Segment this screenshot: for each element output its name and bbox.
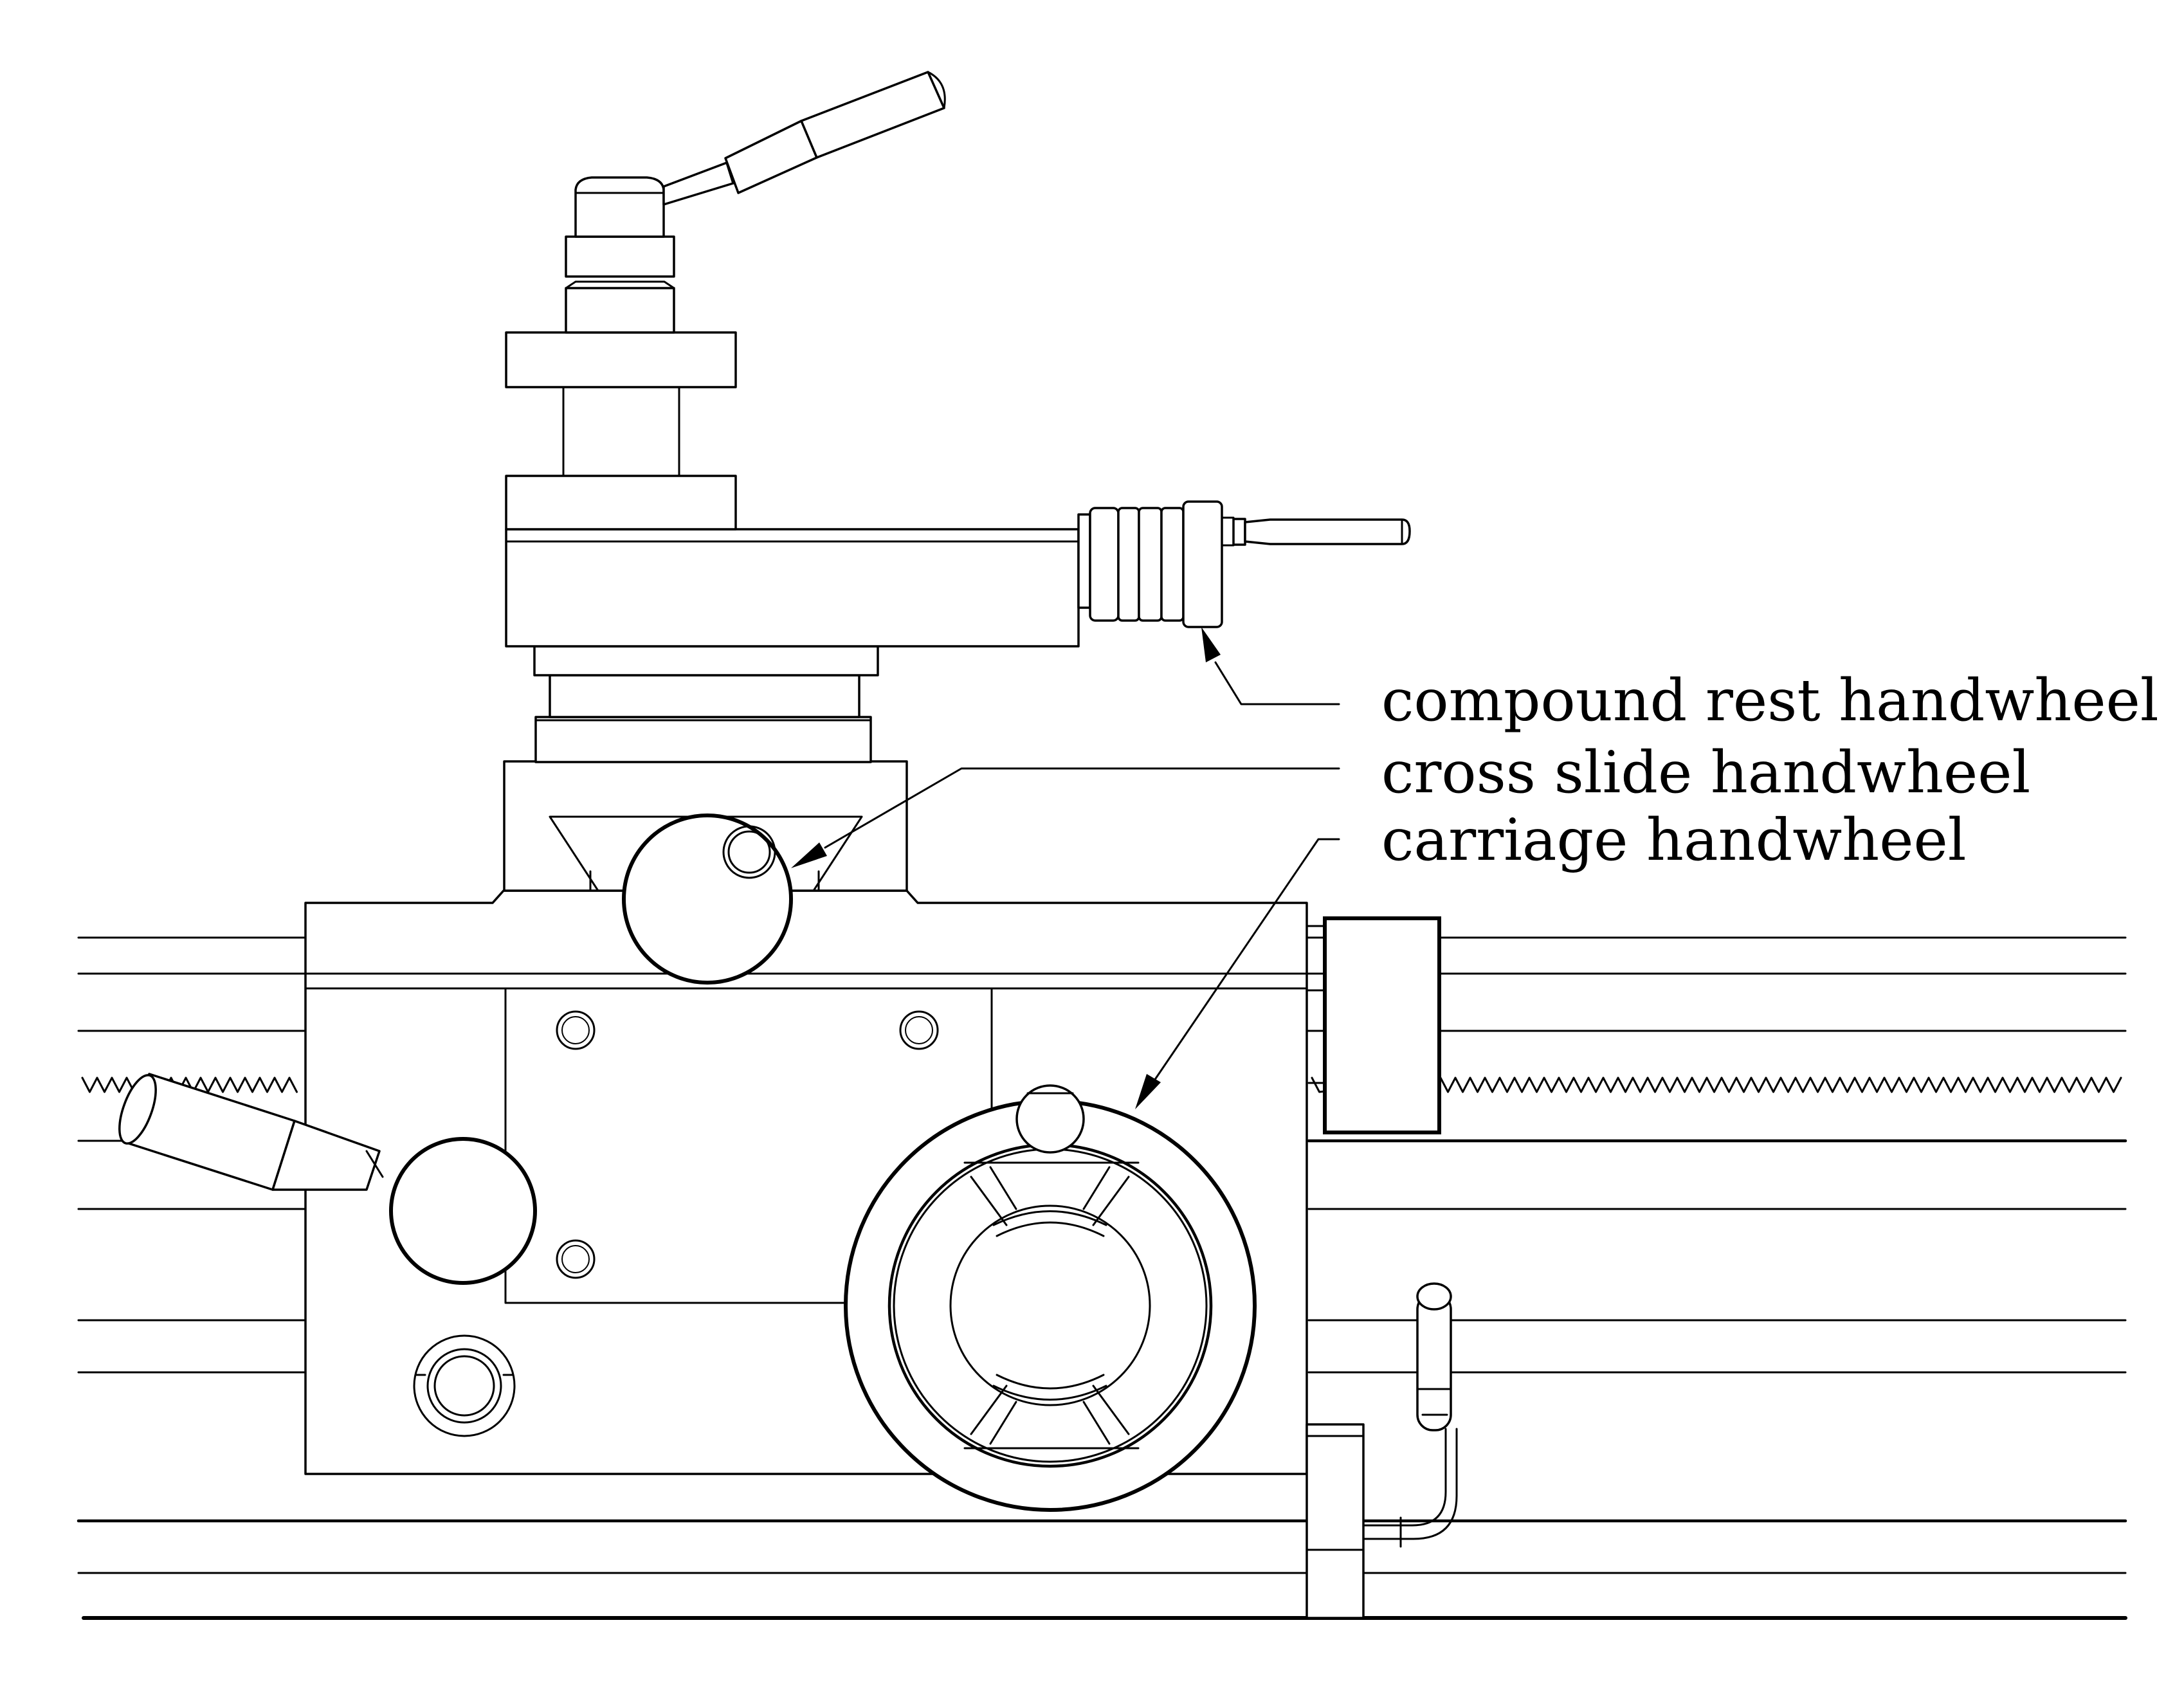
clamp-block: [1306, 916, 1441, 1134]
bolt: [556, 1010, 596, 1050]
lathe-bed: [77, 936, 2127, 1620]
bolt: [556, 1239, 596, 1279]
tool-post: [505, 71, 946, 477]
carriage-handwheel: [844, 1084, 1257, 1512]
rack-teeth-right: [1311, 1077, 2122, 1093]
compound-rest: [505, 475, 1411, 763]
feed-lever: [118, 1073, 537, 1285]
bolt: [899, 1010, 939, 1050]
cross-slide: [503, 760, 908, 985]
label-compound-rest-handwheel: compound rest handwheel: [1381, 667, 2159, 734]
callout-leaders: [791, 627, 1340, 1109]
feed-knob: [389, 1137, 537, 1285]
label-cross-slide-handwheel: cross slide handwheel: [1381, 739, 2030, 806]
label-carriage-handwheel: carriage handwheel: [1381, 806, 1967, 874]
cross-slide-wheel: [622, 813, 793, 985]
half-nut-lever: [1306, 1282, 1458, 1619]
rack-teeth-left: [81, 1077, 298, 1093]
oil-fitting: [413, 1334, 516, 1437]
